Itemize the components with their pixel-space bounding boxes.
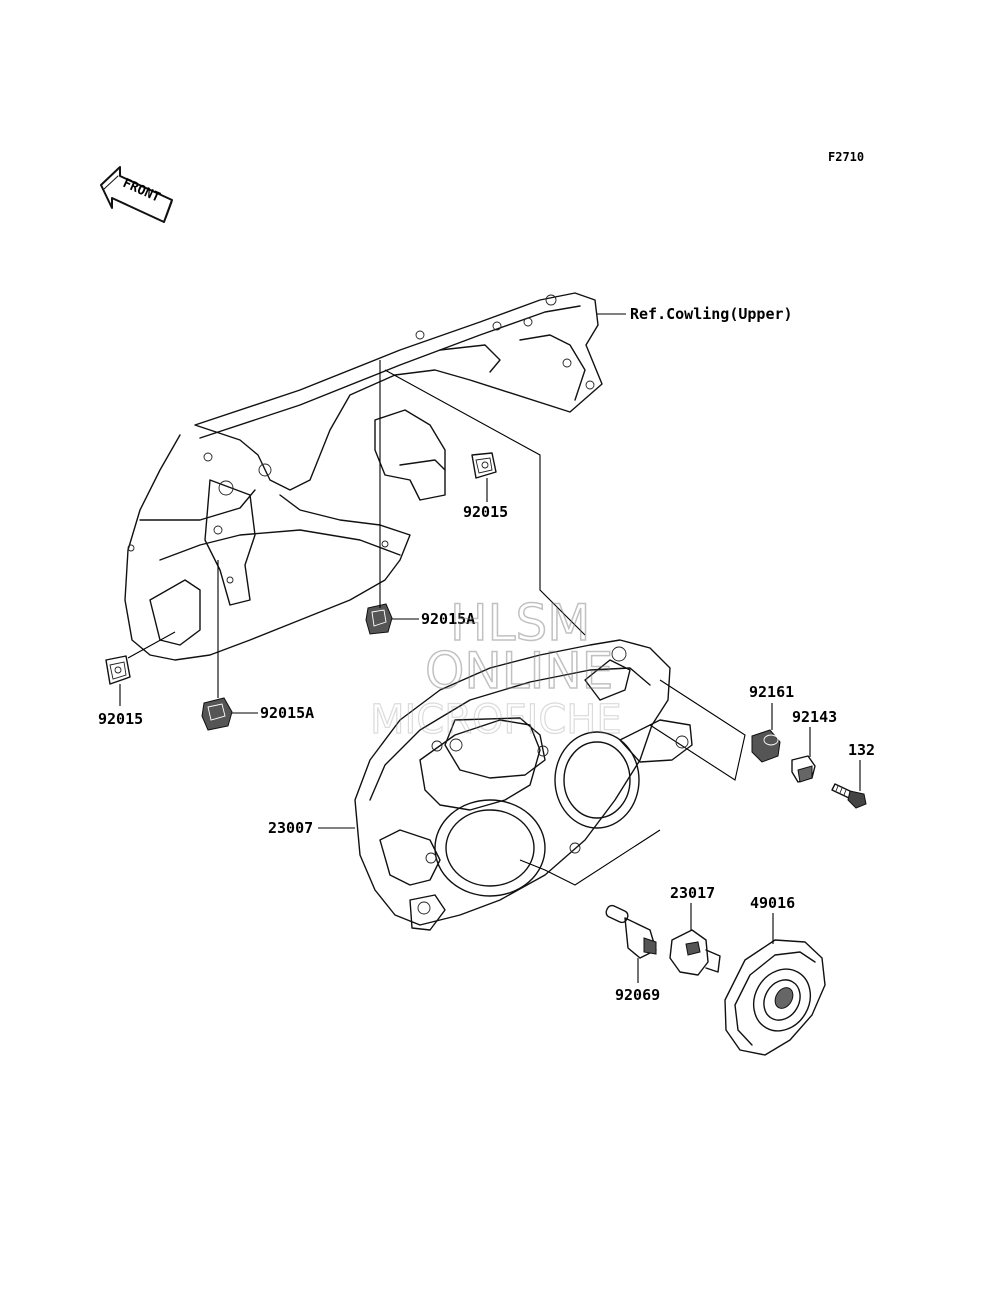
grommet-92015A-lower xyxy=(201,697,233,731)
bulb-92069 xyxy=(605,904,657,959)
label-92015A-lower: 92015A xyxy=(260,704,314,722)
label-92015-lower: 92015 xyxy=(98,710,143,728)
grommet-92015A-upper xyxy=(365,603,393,635)
cowling-stay-frame xyxy=(124,292,603,661)
dust-cover-49016 xyxy=(724,939,826,1056)
label-92143: 92143 xyxy=(792,708,837,726)
watermark-line3: MICROFICHE xyxy=(370,697,622,743)
label-49016: 49016 xyxy=(750,894,795,912)
label-23017: 23017 xyxy=(670,884,715,902)
label-23007: 23007 xyxy=(268,819,313,837)
label-132: 132 xyxy=(848,741,875,759)
watermark-line2: ONLINE xyxy=(425,642,613,700)
headlight-assembly xyxy=(354,639,693,931)
watermark-line1: HLSM xyxy=(450,594,590,652)
socket-23017 xyxy=(669,929,721,976)
label-92161: 92161 xyxy=(749,683,794,701)
watermark: HLSM ONLINE MICROFICHE xyxy=(369,593,622,743)
front-arrow-icon: FRONT xyxy=(100,166,173,223)
clip-nut-92015-lower xyxy=(105,655,131,685)
label-92069: 92069 xyxy=(615,986,660,1004)
label-92015A-upper: 92015A xyxy=(421,610,475,628)
clip-nut-92015-upper xyxy=(471,452,497,479)
damper-92161 xyxy=(751,729,781,763)
bolt-132 xyxy=(831,783,867,809)
collar-92143 xyxy=(791,755,816,783)
front-arrow-label: FRONT xyxy=(120,176,162,206)
label-92015-upper: 92015 xyxy=(463,503,508,521)
figure-code: F2710 xyxy=(828,150,864,164)
reference-label: Ref.Cowling(Upper) xyxy=(630,305,793,323)
